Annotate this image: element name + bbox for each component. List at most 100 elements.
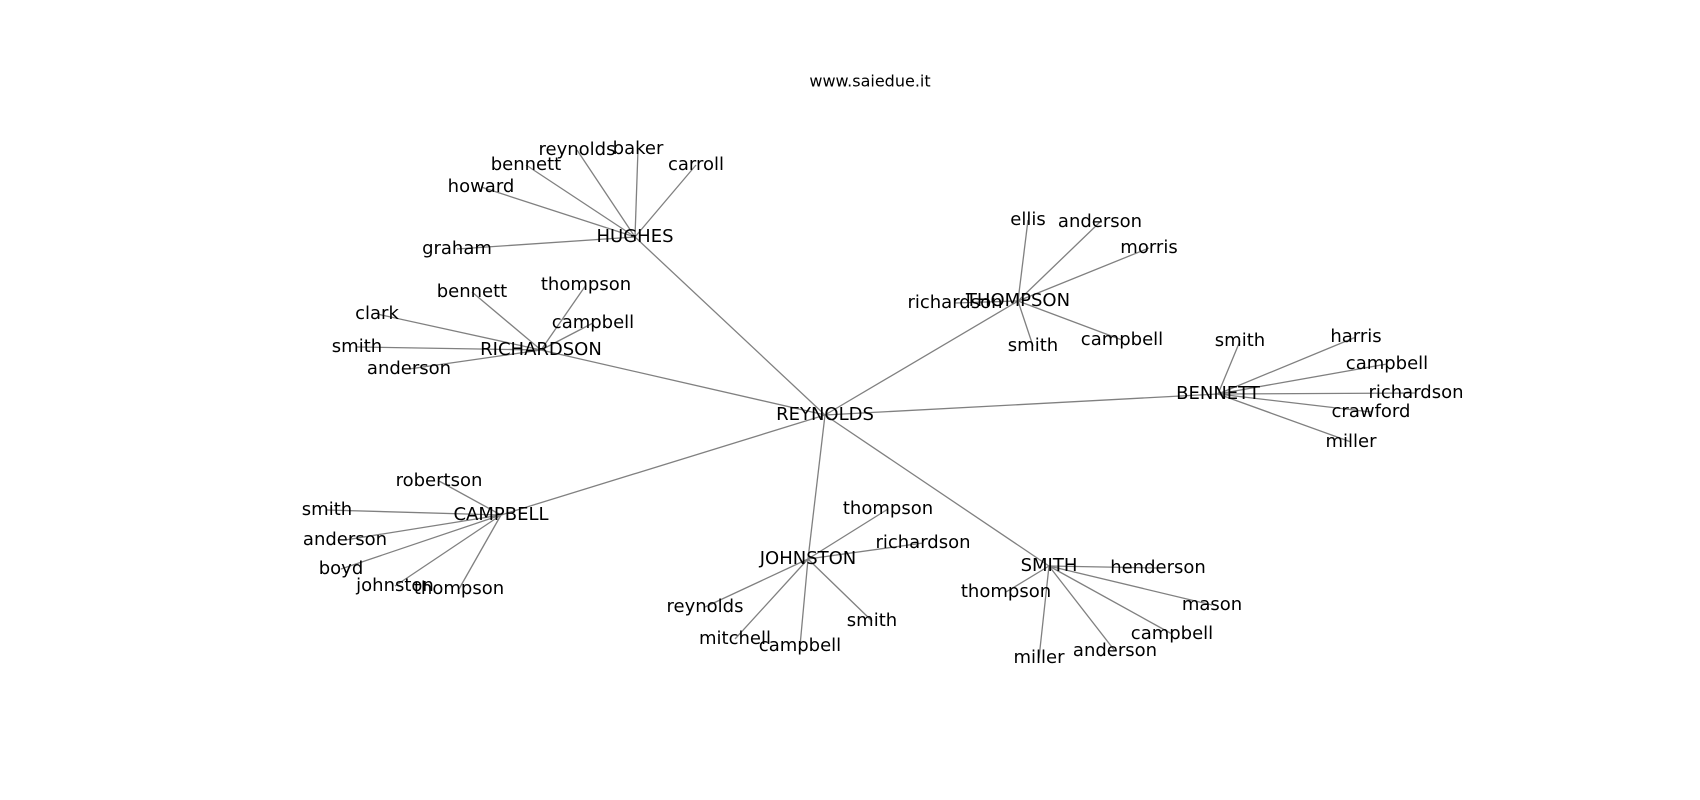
node-label-b_smith: smith	[1215, 330, 1265, 351]
node-label-h_howard: howard	[448, 176, 515, 197]
node-label-s_mason: mason	[1182, 594, 1242, 615]
node-label-c_johnston: johnston	[355, 575, 434, 596]
edge-hughes-h_bennett	[525, 164, 636, 238]
edge-richardson_c-r_smith	[356, 346, 542, 351]
node-label-h_graham: graham	[422, 238, 492, 259]
edge-smith_c-s_henderson	[1048, 565, 1159, 569]
edge-bennett_c-b_harris	[1217, 336, 1357, 395]
node-label-b_campbell: campbell	[1346, 353, 1428, 374]
node-label-b_harris: harris	[1330, 326, 1381, 347]
edge-richardson_c-r_clark	[376, 313, 542, 351]
edge-hughes-h_carroll	[634, 164, 697, 238]
node-label-c_boyd: boyd	[319, 558, 364, 579]
edge-hughes-h_baker	[634, 148, 639, 238]
edge-reynolds_c-hughes	[634, 236, 826, 416]
node-label-j_smith: smith	[847, 610, 897, 631]
node-label-reynolds_c: REYNOLDS	[776, 404, 874, 425]
edge-campbell_c-c_robertson	[438, 480, 502, 516]
node-label-h_bennett: bennett	[491, 154, 562, 175]
edge-thompson_c-t_campbell	[1017, 300, 1123, 341]
edge-layer	[326, 148, 1417, 659]
node-label-t_anderson: anderson	[1058, 211, 1142, 232]
edge-bennett_c-b_smith	[1217, 340, 1241, 395]
node-label-j_campbell: campbell	[759, 635, 841, 656]
label-layer: REYNOLDS HUGHES RICHARDSON THOMPSON BENNETT C…	[302, 138, 1464, 668]
edge-smith_c-s_miller	[1038, 565, 1050, 659]
node-label-campbell_c: CAMPBELL	[453, 504, 548, 525]
node-label-r_clark: clark	[355, 303, 399, 324]
edge-campbell_c-c_thompson	[458, 514, 502, 590]
node-label-j_richardson: richardson	[875, 532, 970, 553]
edge-richardson_c-r_thompson	[540, 284, 587, 351]
edge-bennett_c-b_campbell	[1217, 363, 1388, 395]
node-label-t_campbell: campbell	[1081, 329, 1163, 350]
edge-johnston_c-j_smith	[807, 558, 873, 622]
node-label-j_reynolds: reynolds	[667, 596, 744, 617]
edge-richardson_c-r_anderson	[408, 349, 542, 370]
edge-reynolds_c-thompson_c	[824, 300, 1019, 416]
node-label-hughes: HUGHES	[597, 226, 674, 247]
node-label-johnston_c: JOHNSTON	[759, 548, 857, 569]
edge-campbell_c-c_anderson	[344, 514, 502, 541]
node-label-bennett_c: BENNETT	[1176, 383, 1261, 404]
node-label-t_ellis: ellis	[1010, 209, 1045, 230]
node-label-r_bennett: bennett	[437, 281, 508, 302]
edge-reynolds_c-campbell_c	[500, 414, 826, 516]
edge-thompson_c-t_richardson	[954, 300, 1019, 304]
node-label-b_richardson: richardson	[1368, 382, 1463, 403]
edge-hughes-h_reynolds	[576, 149, 636, 238]
node-label-smith_c: SMITH	[1021, 555, 1078, 576]
edge-reynolds_c-smith_c	[824, 414, 1050, 567]
edge-bennett_c-b_crawford	[1217, 393, 1372, 413]
edge-smith_c-s_thompson	[1005, 565, 1050, 593]
node-label-b_crawford: crawford	[1332, 401, 1411, 422]
node-label-j_thompson: thompson	[843, 498, 933, 519]
node-label-s_thompson: thompson	[961, 581, 1051, 602]
edge-thompson_c-t_smith	[1017, 300, 1034, 347]
node-label-j_mitchell: mitchell	[699, 628, 771, 649]
edge-johnston_c-j_campbell	[799, 558, 809, 647]
edge-johnston_c-j_mitchell	[734, 558, 809, 640]
node-label-r_anderson: anderson	[367, 358, 451, 379]
node-label-t_morris: morris	[1120, 237, 1177, 258]
node-label-c_anderson: anderson	[303, 529, 387, 550]
edge-campbell_c-c_johnston	[394, 514, 502, 587]
edge-thompson_c-t_morris	[1017, 247, 1150, 302]
node-label-c_smith: smith	[302, 499, 352, 520]
edge-campbell_c-c_smith	[326, 509, 502, 516]
node-label-richardson_c: RICHARDSON	[480, 339, 602, 360]
edge-bennett_c-b_miller	[1217, 393, 1352, 443]
site-url-label: www.saiedue.it	[809, 72, 930, 91]
edge-hughes-h_howard	[480, 186, 636, 238]
node-label-r_thompson: thompson	[541, 274, 631, 295]
node-label-c_robertson: robertson	[396, 470, 483, 491]
edge-reynolds_c-johnston_c	[807, 414, 826, 560]
edge-johnston_c-j_thompson	[807, 508, 889, 560]
node-label-b_miller: miller	[1325, 431, 1377, 452]
edge-smith_c-s_campbell	[1048, 565, 1173, 635]
node-label-h_reynolds: reynolds	[539, 139, 616, 160]
edge-richardson_c-r_campbell	[540, 322, 594, 351]
node-label-s_campbell: campbell	[1131, 623, 1213, 644]
edge-johnston_c-j_richardson	[807, 542, 924, 560]
edge-hughes-h_graham	[456, 236, 636, 250]
edge-thompson_c-t_anderson	[1017, 221, 1101, 302]
edge-smith_c-s_mason	[1048, 565, 1213, 606]
edge-reynolds_c-richardson_c	[540, 349, 826, 416]
node-label-s_henderson: henderson	[1110, 557, 1206, 578]
node-label-r_smith: smith	[332, 336, 382, 357]
node-label-s_anderson: anderson	[1073, 640, 1157, 661]
node-label-t_smith: smith	[1008, 335, 1058, 356]
edge-thompson_c-t_ellis	[1017, 219, 1029, 302]
node-label-s_miller: miller	[1013, 647, 1065, 668]
node-label-c_thompson: thompson	[414, 578, 504, 599]
node-label-h_baker: baker	[613, 138, 664, 159]
node-label-r_campbell: campbell	[552, 312, 634, 333]
edge-bennett_c-b_richardson	[1217, 392, 1417, 395]
edge-reynolds_c-bennett_c	[824, 393, 1219, 416]
edge-smith_c-s_anderson	[1048, 565, 1116, 652]
edge-campbell_c-c_boyd	[340, 514, 502, 570]
node-label-t_richardson: richardson	[907, 292, 1002, 313]
node-label-thompson_c: THOMPSON	[965, 290, 1070, 311]
